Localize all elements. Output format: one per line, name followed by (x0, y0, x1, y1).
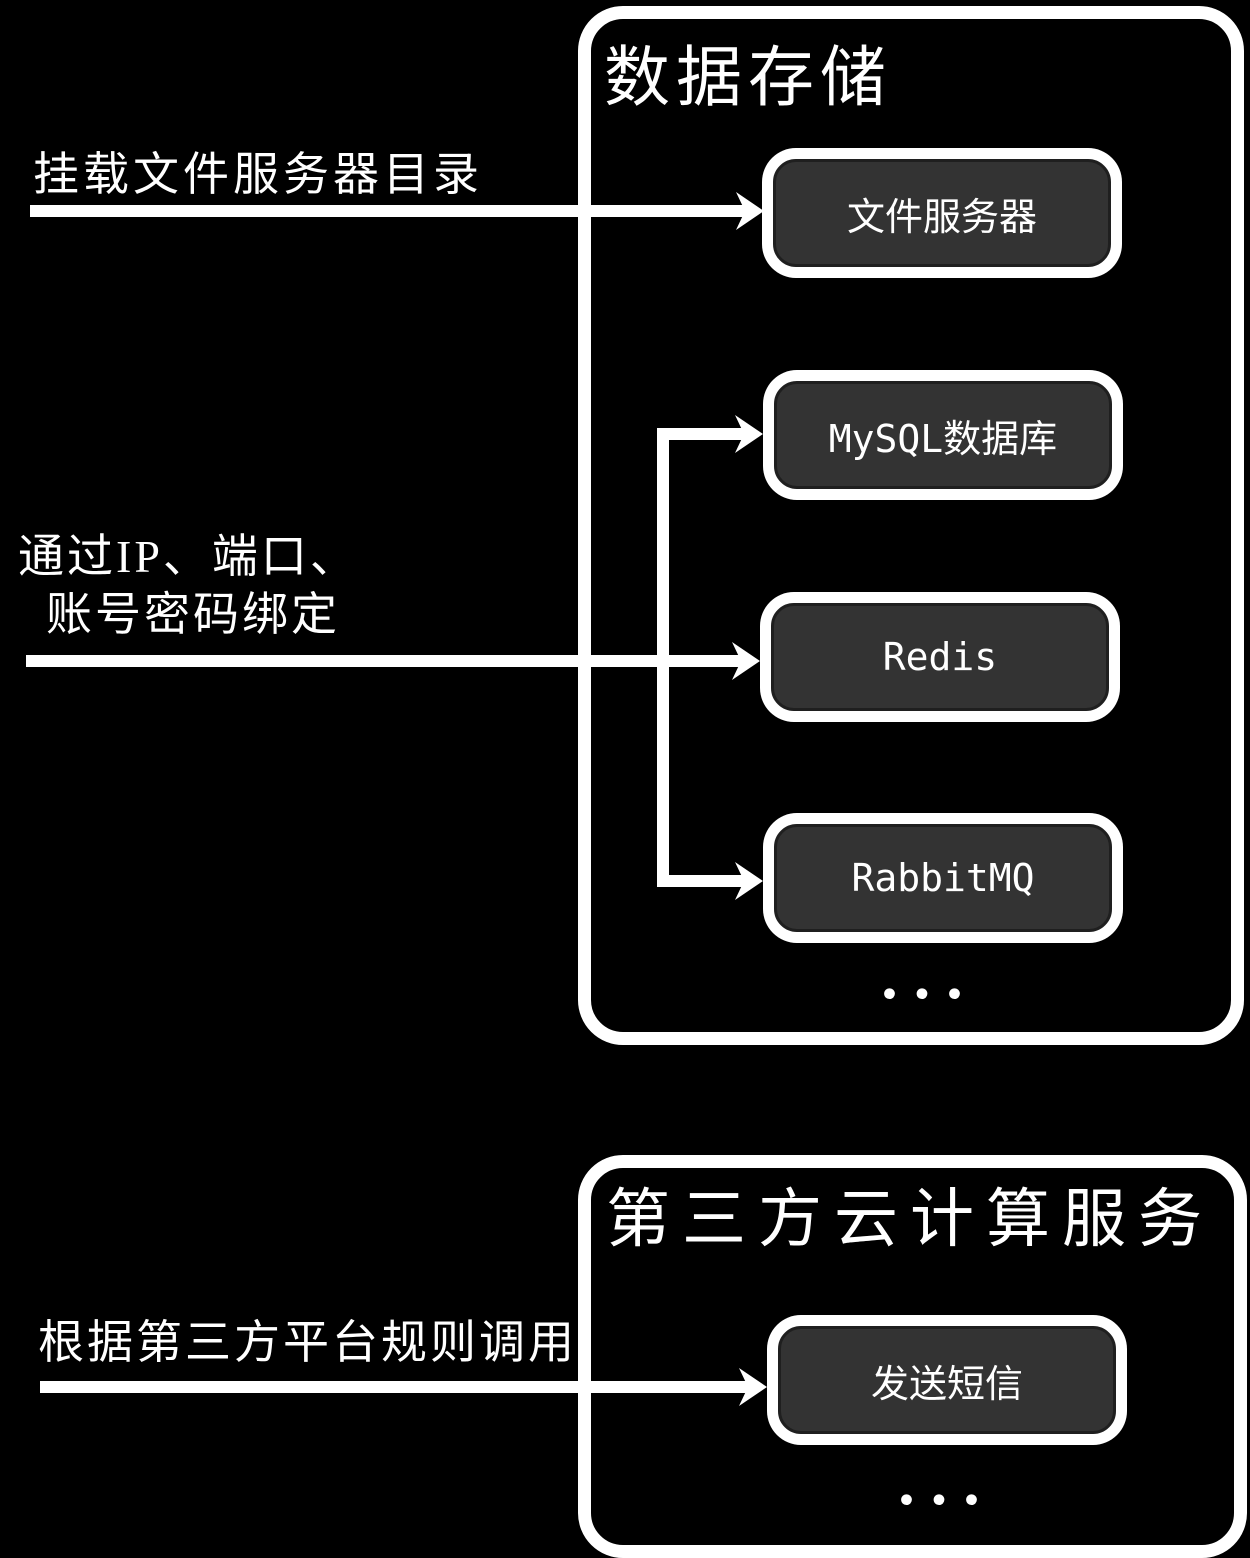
node-mysql-database: MySQL数据库 (763, 370, 1123, 500)
group-data-storage (578, 6, 1244, 1045)
edge-label-ip-port-binding: 通过IP、端口、 账号密码绑定 (18, 528, 359, 644)
group-title-third-party-cloud: 第三方云计算服务 (606, 1184, 1214, 1255)
arrowhead-mysql (735, 415, 763, 453)
node-redis: Redis (760, 592, 1120, 722)
branch-line-mysql-rabbitmq (657, 428, 744, 887)
arrowhead-file-server (736, 192, 764, 230)
node-rabbitmq-label: RabbitMQ (774, 824, 1112, 932)
node-rabbitmq: RabbitMQ (763, 813, 1123, 943)
arrowhead-redis (732, 642, 760, 680)
node-mysql-database-label: MySQL数据库 (774, 381, 1112, 489)
more-nodes-ellipsis-data-storage: ... (881, 940, 979, 1013)
node-redis-label: Redis (771, 603, 1109, 711)
node-file-server: 文件服务器 (762, 148, 1122, 278)
group-third-party-cloud (578, 1155, 1247, 1558)
edge-label-ip-port-binding-line1: 通过IP、端口、 (18, 531, 359, 582)
node-send-sms: 发送短信 (767, 1315, 1127, 1445)
more-nodes-ellipsis-third-party: ... (898, 1446, 996, 1519)
edge-label-third-party-rules: 根据第三方平台规则调用 (38, 1317, 577, 1368)
node-send-sms-label: 发送短信 (778, 1326, 1116, 1434)
edge-label-mount-directory: 挂载文件服务器目录 (33, 149, 483, 200)
arrowhead-rabbitmq (735, 862, 763, 900)
group-title-data-storage: 数据存储 (604, 42, 892, 115)
node-file-server-label: 文件服务器 (773, 159, 1111, 267)
arrowhead-sms (739, 1368, 767, 1406)
edge-label-ip-port-binding-line2: 账号密码绑定 (46, 589, 340, 640)
